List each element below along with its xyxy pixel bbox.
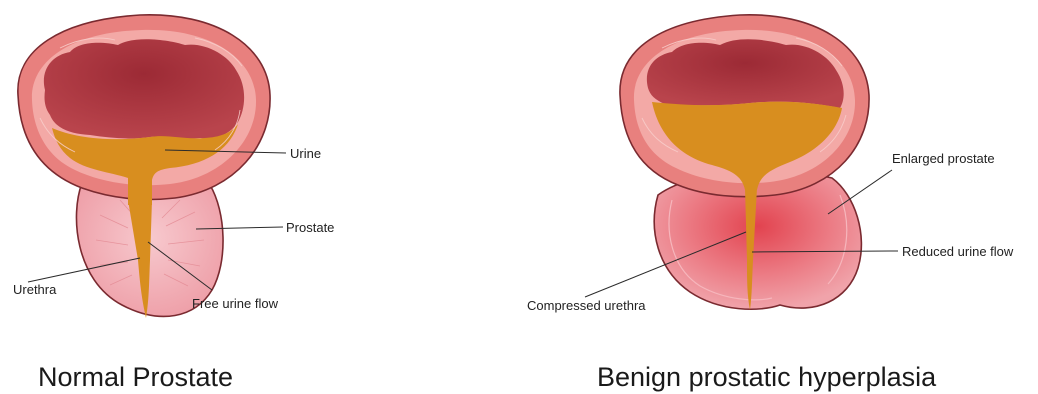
normal-prostate-caption: Normal Prostate	[38, 362, 233, 392]
bph-panel: Enlarged prostate Reduced urine flow Com…	[527, 15, 1014, 392]
normal-bladder	[18, 15, 270, 205]
bph-caption: Benign prostatic hyperplasia	[597, 362, 937, 392]
urethra-label: Urethra	[13, 282, 57, 297]
prostate-label: Prostate	[286, 220, 334, 235]
reduced-urine-flow-label: Reduced urine flow	[902, 244, 1014, 259]
enlarged-prostate-label: Enlarged prostate	[892, 151, 995, 166]
free-urine-flow-label: Free urine flow	[192, 296, 279, 311]
normal-prostate-panel: Urine Prostate Urethra Free urine flow N…	[13, 15, 334, 392]
urine-label: Urine	[290, 146, 321, 161]
compressed-urethra-label: Compressed urethra	[527, 298, 646, 313]
bph-bladder	[620, 15, 869, 197]
